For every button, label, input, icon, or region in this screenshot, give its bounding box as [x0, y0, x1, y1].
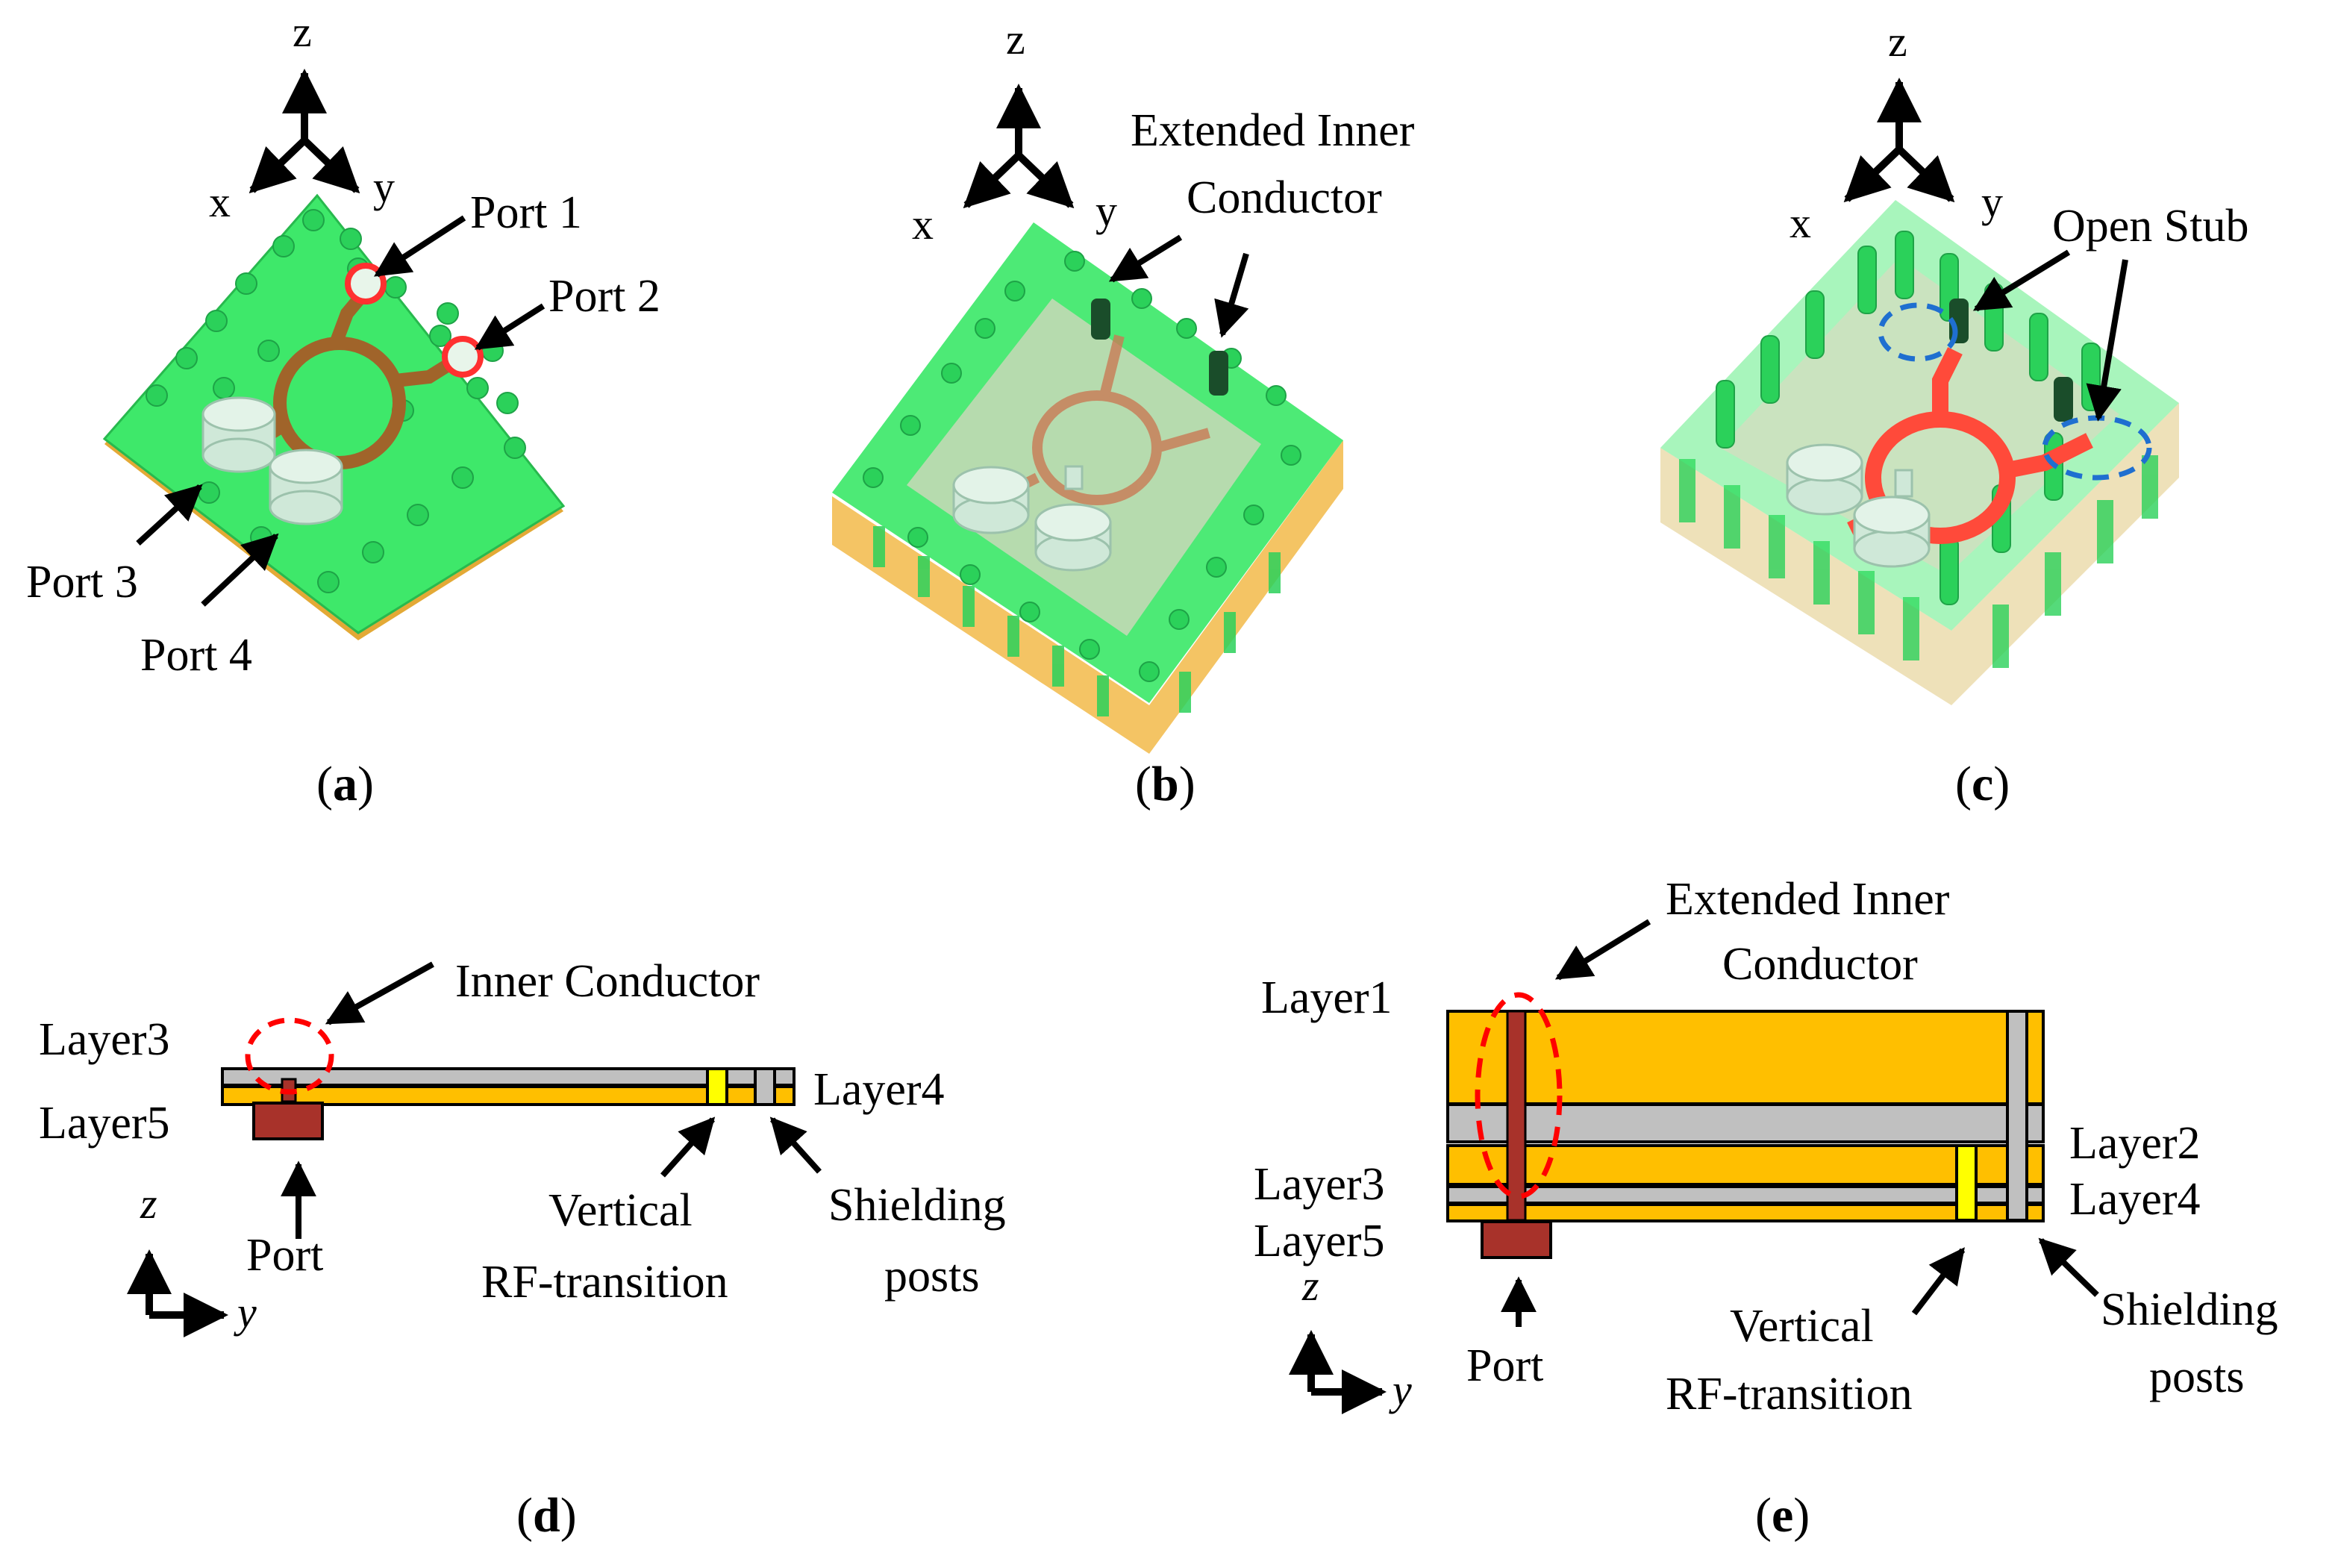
e-label-extended-line2: Conductor — [1722, 939, 1918, 990]
e-label-shielding: Shielding — [2101, 1284, 2278, 1335]
shield-posts-b — [863, 251, 1301, 682]
e-label-layer1: Layer1 — [1261, 972, 1393, 1023]
e-label-extended-line1: Extended Inner — [1666, 874, 1950, 925]
port-cylinders-c — [1786, 443, 1931, 568]
e-axis-z: z — [1301, 1261, 1319, 1310]
d-port-block — [252, 1102, 324, 1140]
board-a — [102, 193, 566, 634]
caption-b-letter: b — [1151, 757, 1179, 811]
port-cylinders-b — [952, 465, 1112, 572]
e-layer12-gray — [1446, 1103, 2045, 1143]
e-label-layer3: Layer3 — [1254, 1159, 1385, 1210]
d-label-rf-transition: RF-transition — [481, 1257, 728, 1308]
e-rf-transition — [1955, 1144, 1978, 1222]
axis-triad-a — [249, 69, 360, 194]
panel-d: Inner Conductor Layer3 Layer5 Layer4 Por… — [39, 956, 1006, 1543]
axis-y-label-c: y — [1981, 178, 2003, 226]
axis-x-label-c: x — [1790, 199, 1811, 247]
caption-e-letter: e — [1772, 1488, 1793, 1543]
d-label-vertical: Vertical — [548, 1185, 693, 1236]
e-label-rf-transition: RF-transition — [1666, 1369, 1913, 1419]
caption-b: (b) — [1135, 757, 1195, 811]
board-c-side-posts — [1679, 455, 2158, 668]
e-label-layer2: Layer2 — [2069, 1118, 2201, 1169]
label-port4: Port 4 — [140, 630, 252, 681]
label-port3: Port 3 — [26, 557, 138, 607]
axis-zy-e — [1289, 1330, 1387, 1414]
e-label-posts: posts — [2149, 1352, 2244, 1402]
panel-c: z x y — [1660, 17, 2249, 811]
port-cylinders-a — [201, 396, 343, 525]
label-open-stub: Open Stub — [2052, 201, 2249, 252]
extended-conductors-b — [1091, 299, 1228, 396]
axis-triad-c — [1843, 78, 1955, 203]
label-port1: Port 1 — [470, 187, 582, 238]
d-axis-z: z — [140, 1179, 157, 1228]
arrows-b — [1108, 234, 1249, 338]
d-axis-y: y — [234, 1288, 257, 1337]
d-label-inner-conductor: Inner Conductor — [455, 956, 760, 1007]
e-label-vertical: Vertical — [1730, 1301, 1874, 1352]
arrows-a — [136, 215, 546, 607]
d-label-layer4: Layer4 — [813, 1064, 945, 1115]
axis-y-label-b: y — [1095, 187, 1117, 235]
axis-x-label-b: x — [912, 200, 934, 249]
board-c-lower — [1660, 403, 2179, 705]
arrows-c — [1972, 249, 2128, 422]
d-inner-highlight — [245, 1017, 334, 1095]
e-conductor-highlight — [1475, 992, 1563, 1199]
port2-marker — [442, 336, 484, 378]
e-extended-conductor — [1506, 1010, 1527, 1222]
d-rf-transition — [706, 1067, 728, 1106]
caption-d: (d) — [516, 1488, 577, 1543]
e-port-block — [1481, 1220, 1552, 1259]
label-port2: Port 2 — [548, 271, 660, 322]
d-label-layer3: Layer3 — [39, 1014, 170, 1065]
axis-triad-b — [963, 84, 1075, 209]
d-shield-post — [754, 1067, 776, 1106]
caption-c-letter: c — [1972, 757, 1993, 811]
e-label-layer5: Layer5 — [1254, 1216, 1385, 1266]
caption-a-letter: a — [333, 757, 357, 811]
board-b-edges — [832, 440, 1343, 754]
axis-zy-d — [127, 1249, 228, 1337]
board-b-window — [907, 299, 1261, 636]
e-layer45-gold — [1446, 1203, 2045, 1222]
board-b-side-posts — [873, 526, 1281, 716]
label-b-line2: Conductor — [1187, 172, 1382, 223]
e-shield-post — [2006, 1010, 2028, 1222]
arrows-e — [1501, 919, 2099, 1327]
d-label-shielding: Shielding — [828, 1180, 1006, 1231]
e-label-port: Port — [1466, 1340, 1543, 1391]
panel-e: Extended Inner Conductor Layer1 Layer2 L… — [1254, 874, 2278, 1543]
axis-z-label-c: z — [1888, 17, 1907, 66]
e-axis-y: y — [1389, 1366, 1412, 1414]
e-layer1-gold — [1446, 1010, 2045, 1105]
caption-d-letter: d — [533, 1488, 560, 1543]
d-label-port: Port — [246, 1230, 323, 1281]
caption-a: (a) — [316, 757, 374, 811]
axis-x-label-a: x — [209, 178, 231, 226]
e-layer2-gold — [1446, 1144, 2045, 1186]
caption-c: (c) — [1955, 757, 2010, 811]
axis-z-label-b: z — [1006, 15, 1025, 63]
label-b-line1: Extended Inner — [1131, 105, 1415, 156]
panel-b: z x y — [832, 15, 1415, 811]
caption-e: (e) — [1755, 1488, 1810, 1543]
e-label-layer4: Layer4 — [2069, 1174, 2201, 1225]
panel-a: z x y — [26, 7, 660, 811]
axis-y-label-a: y — [373, 163, 395, 211]
d-label-posts: posts — [884, 1251, 979, 1302]
axis-z-label-a: z — [293, 7, 312, 56]
arrows-d — [281, 961, 822, 1239]
d-label-layer5: Layer5 — [39, 1098, 170, 1149]
